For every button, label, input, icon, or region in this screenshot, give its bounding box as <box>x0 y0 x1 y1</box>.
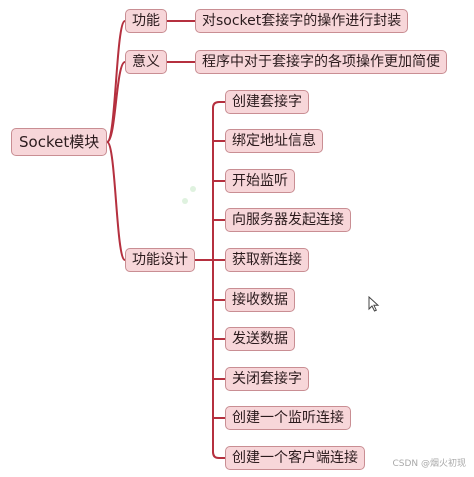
root-branch-connector <box>106 61 126 143</box>
leaf-create-socket[interactable]: 创建套接字 <box>225 90 309 114</box>
leaf-create-client[interactable]: 创建一个客户端连接 <box>225 446 365 470</box>
branch-function[interactable]: 功能 <box>125 9 167 33</box>
leaf-simpler[interactable]: 程序中对于套接字的各项操作更加简便 <box>195 50 447 74</box>
leaf-label: 程序中对于套接字的各项操作更加简便 <box>202 54 440 70</box>
leaf-encapsulate[interactable]: 对socket套接字的操作进行封装 <box>195 9 409 33</box>
leaf-label: 关闭套接字 <box>232 371 302 387</box>
footer-watermark: CSDN @烟火初现 <box>392 459 466 469</box>
leaf-recv[interactable]: 接收数据 <box>225 288 295 312</box>
leaf-label: 创建一个客户端连接 <box>232 450 358 466</box>
branch-label: 功能 <box>132 13 160 29</box>
root-label: Socket模块 <box>19 133 100 151</box>
spine-leaf-connector <box>212 451 226 459</box>
branch-design[interactable]: 功能设计 <box>125 248 195 272</box>
leaf-label: 获取新连接 <box>232 252 302 268</box>
leaf-accept[interactable]: 获取新连接 <box>225 248 309 272</box>
watermark-dot <box>182 198 188 204</box>
watermark-dot <box>190 186 196 192</box>
root-branch-connector <box>106 20 126 143</box>
branch-label: 意义 <box>132 54 160 70</box>
leaf-close-socket[interactable]: 关闭套接字 <box>225 367 309 391</box>
leaf-label: 接收数据 <box>232 292 288 308</box>
leaf-send[interactable]: 发送数据 <box>225 327 295 351</box>
leaf-label: 开始监听 <box>232 173 288 189</box>
leaf-connect[interactable]: 向服务器发起连接 <box>225 208 351 232</box>
mouse-pointer-icon <box>368 296 380 312</box>
spine-leaf-connector <box>212 101 226 109</box>
leaf-listen[interactable]: 开始监听 <box>225 169 295 193</box>
leaf-label: 绑定地址信息 <box>232 133 316 149</box>
leaf-label: 创建一个监听连接 <box>232 410 344 426</box>
leaf-create-listener[interactable]: 创建一个监听连接 <box>225 406 351 430</box>
branch-meaning[interactable]: 意义 <box>125 50 167 74</box>
root-branch-connector <box>106 141 126 261</box>
branch-label: 功能设计 <box>132 252 188 268</box>
leaf-label: 创建套接字 <box>232 94 302 110</box>
leaf-label: 对socket套接字的操作进行封装 <box>202 13 402 29</box>
leaf-label: 发送数据 <box>232 331 288 347</box>
leaf-label: 向服务器发起连接 <box>232 212 344 228</box>
leaf-bind-address[interactable]: 绑定地址信息 <box>225 129 323 153</box>
root-node[interactable]: Socket模块 <box>11 128 108 156</box>
